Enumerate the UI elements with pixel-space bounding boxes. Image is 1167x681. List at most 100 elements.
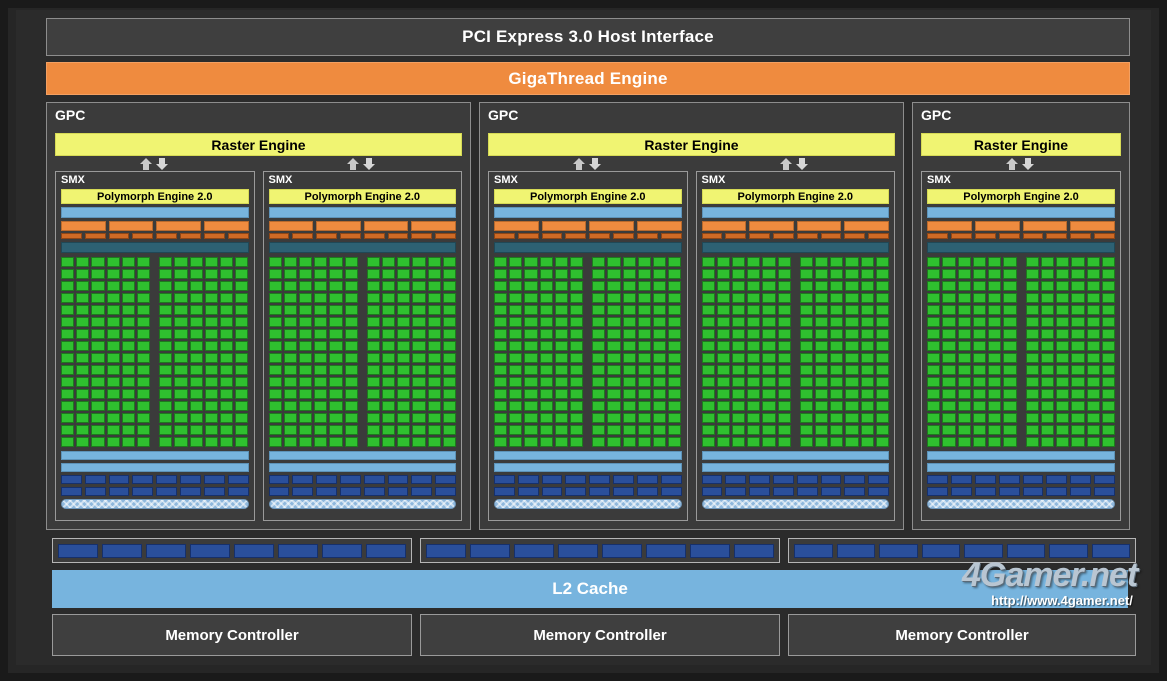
- cuda-core-row: [494, 437, 682, 447]
- cuda-core: [637, 377, 652, 387]
- cuda-core: [747, 389, 761, 399]
- cuda-core-row: [494, 353, 682, 363]
- cuda-core: [860, 341, 874, 351]
- dispatch-unit: [660, 233, 682, 239]
- cuda-core: [1025, 305, 1039, 315]
- warp-scheduler-row: [268, 221, 456, 231]
- cuda-core: [366, 293, 380, 303]
- warp-scheduler: [494, 221, 539, 231]
- cuda-core: [942, 329, 956, 339]
- warp-scheduler: [974, 221, 1020, 231]
- cuda-core: [957, 329, 971, 339]
- cuda-core: [972, 389, 986, 399]
- cuda-core-row: [927, 401, 1115, 411]
- cuda-core: [570, 269, 584, 279]
- cuda-core: [1025, 365, 1039, 375]
- memory-controller-2: Memory Controller: [420, 614, 780, 656]
- cuda-core: [235, 329, 249, 339]
- texture-unit-row: [927, 475, 1115, 484]
- cuda-core: [1040, 353, 1054, 363]
- cuda-core: [1101, 389, 1115, 399]
- cuda-core: [988, 341, 1002, 351]
- core-gap: [152, 425, 157, 435]
- cuda-core: [972, 305, 986, 315]
- cuda-core: [777, 377, 791, 387]
- texture-unit: [387, 487, 409, 496]
- cuda-core: [412, 257, 426, 267]
- load-store-unit-bar: [701, 451, 889, 460]
- warp-scheduler-row: [61, 221, 249, 231]
- cuda-core: [106, 341, 120, 351]
- cuda-core: [314, 353, 328, 363]
- cuda-core: [412, 389, 426, 399]
- cuda-core: [653, 341, 667, 351]
- cuda-core: [159, 401, 173, 411]
- cuda-core: [298, 269, 313, 279]
- cuda-core: [494, 281, 508, 291]
- cuda-core: [747, 437, 761, 447]
- cuda-core: [1056, 389, 1070, 399]
- cuda-core: [762, 425, 776, 435]
- cuda-core: [653, 425, 667, 435]
- dispatch-unit-row: [701, 233, 889, 239]
- cuda-core: [268, 329, 282, 339]
- cuda-core-row: [701, 353, 890, 363]
- cuda-core: [91, 413, 105, 423]
- cuda-core: [397, 377, 411, 387]
- cuda-core: [412, 281, 426, 291]
- cuda-core: [344, 317, 358, 327]
- warp-scheduler: [203, 221, 249, 231]
- cuda-core: [747, 425, 761, 435]
- cuda-core: [298, 293, 313, 303]
- cuda-core-row: [61, 353, 249, 363]
- dispatch-unit: [820, 233, 842, 239]
- core-gap: [793, 293, 798, 303]
- cuda-core: [220, 269, 234, 279]
- texture-unit-row: [61, 487, 249, 496]
- cuda-core: [1086, 401, 1100, 411]
- core-gap: [585, 377, 590, 387]
- cuda-core: [731, 365, 746, 375]
- cuda-core: [799, 341, 813, 351]
- texture-unit: [749, 475, 770, 484]
- cuda-core: [427, 401, 441, 411]
- cuda-core: [668, 413, 682, 423]
- cuda-core-row: [701, 401, 890, 411]
- cuda-core: [539, 365, 553, 375]
- cuda-core: [701, 377, 715, 387]
- cuda-core: [106, 281, 120, 291]
- cuda-core: [622, 293, 636, 303]
- cuda-core: [298, 437, 313, 447]
- cuda-core-row: [268, 413, 457, 423]
- instruction-cache: [494, 207, 682, 218]
- texture-unit: [868, 475, 889, 484]
- cuda-core: [121, 317, 136, 327]
- cuda-core: [731, 257, 746, 267]
- cuda-core: [106, 257, 120, 267]
- cuda-core: [366, 305, 380, 315]
- texture-unit: [868, 487, 889, 496]
- cuda-core: [607, 377, 621, 387]
- cuda-core: [494, 305, 508, 315]
- cuda-core: [366, 257, 380, 267]
- cuda-core: [845, 269, 859, 279]
- cuda-core: [174, 341, 188, 351]
- cuda-core: [799, 377, 813, 387]
- cuda-core: [653, 353, 667, 363]
- cuda-core: [668, 437, 682, 447]
- instruction-cache: [268, 207, 456, 218]
- cuda-core: [637, 341, 652, 351]
- cuda-core: [189, 281, 203, 291]
- cuda-core: [61, 305, 75, 315]
- cuda-core: [777, 269, 791, 279]
- cuda-core: [137, 257, 151, 267]
- cuda-core: [814, 281, 829, 291]
- cuda-core: [622, 341, 636, 351]
- cuda-core: [314, 293, 328, 303]
- texture-unit: [950, 487, 972, 496]
- cuda-core: [189, 305, 203, 315]
- cuda-core: [314, 413, 328, 423]
- cuda-core: [121, 377, 136, 387]
